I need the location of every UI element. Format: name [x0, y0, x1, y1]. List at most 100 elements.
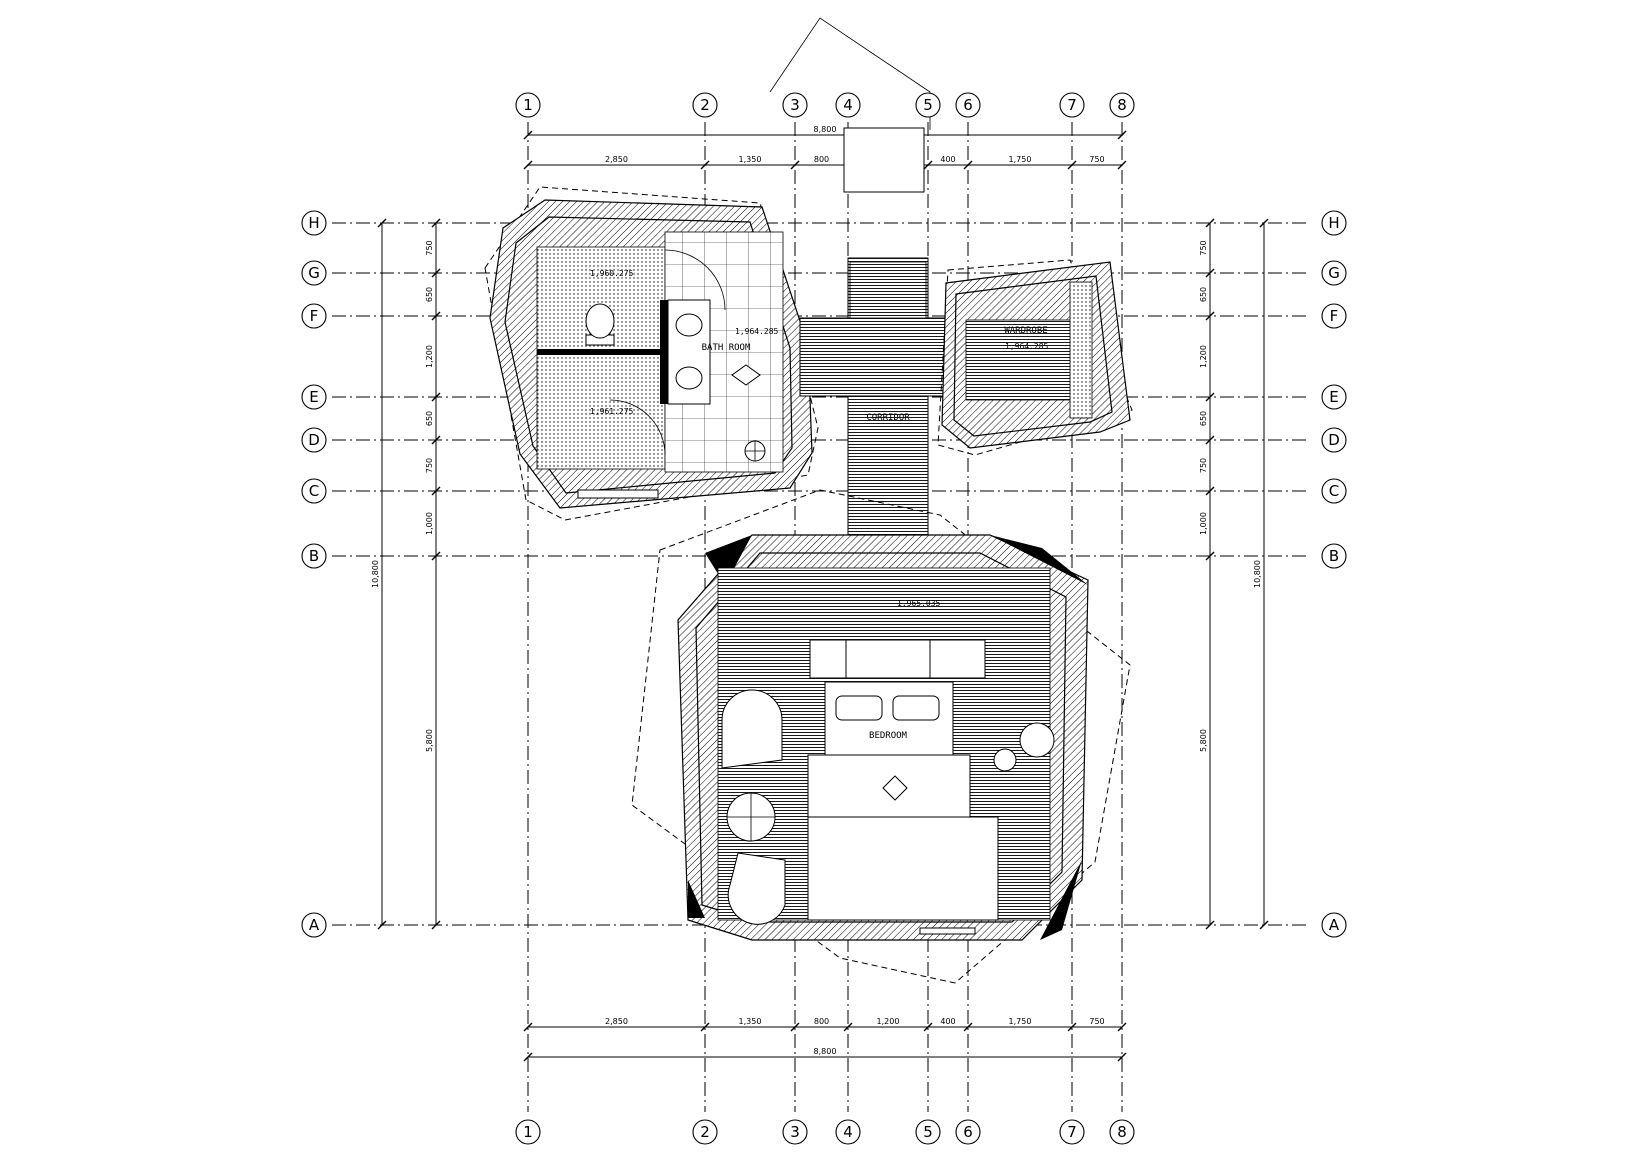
- toilet-bowl: [585, 303, 615, 339]
- corridor-block: CORRIDOR: [769, 17, 971, 551]
- svg-text:4: 4: [843, 96, 853, 114]
- svg-text:F: F: [310, 307, 319, 325]
- wardrobe-shelf-strip: [1069, 281, 1093, 419]
- dimension-overall-width: 8,800: [814, 1047, 837, 1056]
- dimension-height-segment: 650: [1199, 287, 1208, 302]
- svg-text:B: B: [1329, 547, 1339, 565]
- dimension-lines: 8,8002,8501,3508001,2004001,7507508,8002…: [371, 125, 1269, 1062]
- dimension-height-segment: 750: [425, 240, 434, 255]
- svg-text:7: 7: [1067, 1123, 1077, 1141]
- dimension-height-segment: 650: [1199, 411, 1208, 426]
- svg-text:6: 6: [963, 1123, 973, 1141]
- svg-text:H: H: [1328, 214, 1339, 232]
- washbasin-upper: [675, 313, 703, 337]
- dimension-width-segment: 750: [1089, 155, 1104, 164]
- svg-text:8: 8: [1117, 1123, 1127, 1141]
- svg-text:7: 7: [1067, 96, 1077, 114]
- grid-bubble-col-top: 7: [1059, 92, 1085, 118]
- svg-text:D: D: [1328, 431, 1340, 449]
- grid-bubble-row-right: H: [1321, 210, 1347, 236]
- elevation-bath-main: 1,964.285: [735, 327, 779, 336]
- armchair-top: [721, 689, 783, 769]
- elevation-marker-icon: [731, 364, 761, 386]
- grid-bubble-row-left: C: [301, 478, 327, 504]
- dimension-height-segment: 750: [1199, 458, 1208, 473]
- pillow-left: [835, 695, 883, 721]
- grid-bubble-row-right: B: [1321, 543, 1347, 569]
- grid-bubble-row-left: E: [301, 384, 327, 410]
- bathroom-wet-area-floor: [536, 246, 666, 470]
- dimension-height-segment: 1,000: [1199, 512, 1208, 535]
- svg-text:3: 3: [790, 96, 800, 114]
- svg-text:5: 5: [923, 1123, 933, 1141]
- elevation-wardrobe: 1,964.285: [1005, 342, 1049, 351]
- elevation-marker-bedroom-icon: [882, 775, 908, 801]
- grid-bubble-row-left: D: [301, 427, 327, 453]
- room-label-wardrobe: WARDROBE: [1004, 326, 1047, 336]
- svg-text:3: 3: [790, 1123, 800, 1141]
- grid-bubble-row-right: G: [1321, 260, 1347, 286]
- svg-text:8: 8: [1117, 96, 1127, 114]
- grid-bubble-row-right: A: [1321, 912, 1347, 938]
- svg-text:F: F: [1330, 307, 1339, 325]
- svg-text:2: 2: [700, 96, 710, 114]
- dimension-overall-height: 10,800: [1253, 560, 1262, 588]
- elevation-bath-top: 1,960.275: [590, 269, 634, 278]
- dimension-width-segment: 750: [1089, 1017, 1104, 1026]
- grid-bubble-col-bottom: 1: [515, 1119, 541, 1145]
- room-label-corridor: CORRIDOR: [866, 413, 910, 423]
- svg-text:C: C: [1329, 482, 1339, 500]
- grid-bubble-col-bottom: 5: [915, 1119, 941, 1145]
- svg-text:A: A: [1329, 916, 1340, 934]
- wardrobe-block: WARDROBE 1,964.285: [937, 259, 1133, 456]
- dimension-width-segment: 1,200: [877, 1017, 900, 1026]
- grid-bubble-col-bottom: 2: [692, 1119, 718, 1145]
- shower-partition: [537, 349, 665, 355]
- grid-bubble-col-top: 8: [1109, 92, 1135, 118]
- grid-bubble-row-right: F: [1321, 303, 1347, 329]
- wardrobe-floor: [965, 319, 1087, 401]
- svg-text:5: 5: [923, 96, 933, 114]
- room-label-bathroom: BATH ROOM: [702, 343, 751, 353]
- grid-bubble-col-top: 4: [835, 92, 861, 118]
- dimension-width-segment: 1,750: [1009, 155, 1032, 164]
- dimension-height-segment: 650: [425, 411, 434, 426]
- dimension-width-segment: 1,350: [739, 155, 762, 164]
- grid-axes: [332, 122, 1310, 1112]
- bedroom-door: [919, 927, 976, 935]
- svg-text:G: G: [308, 264, 320, 282]
- svg-text:H: H: [308, 214, 319, 232]
- svg-text:B: B: [309, 547, 319, 565]
- grid-bubble-col-bottom: 7: [1059, 1119, 1085, 1145]
- bathroom-window: [577, 489, 659, 499]
- svg-text:1: 1: [523, 96, 533, 114]
- svg-text:C: C: [309, 482, 319, 500]
- lamp-icon: [993, 748, 1017, 772]
- svg-text:2: 2: [700, 1123, 710, 1141]
- dimension-height-segment: 5,800: [1199, 729, 1208, 752]
- grid-bubble-row-left: A: [301, 912, 327, 938]
- dimension-width-segment: 2,850: [605, 1017, 628, 1026]
- bathroom-block: BATH ROOM 1,960.275 1,964.285 1,961.275: [484, 186, 819, 521]
- grid-bubble-col-top: 6: [955, 92, 981, 118]
- grid-bubble-row-left: F: [301, 303, 327, 329]
- dimension-width-segment: 800: [814, 155, 829, 164]
- dimension-width-segment: 1,750: [1009, 1017, 1032, 1026]
- bathroom-door-swing: [664, 249, 726, 311]
- nightstand-right: [929, 639, 986, 679]
- dimension-overall-width: 8,800: [814, 125, 837, 134]
- dimension-height-segment: 650: [425, 287, 434, 302]
- dimension-width-segment: 400: [940, 1017, 955, 1026]
- grid-bubble-row-right: C: [1321, 478, 1347, 504]
- armchair-bottom: [727, 852, 786, 925]
- elevation-bath-bottom: 1,961.275: [590, 407, 634, 416]
- dimension-height-segment: 750: [425, 458, 434, 473]
- elevation-bedroom: 1,965.035: [897, 599, 941, 608]
- grid-bubble-col-top: 1: [515, 92, 541, 118]
- svg-text:4: 4: [843, 1123, 853, 1141]
- dimension-overall-height: 10,800: [371, 560, 380, 588]
- grid-bubble-col-bottom: 6: [955, 1119, 981, 1145]
- grid-bubble-row-right: E: [1321, 384, 1347, 410]
